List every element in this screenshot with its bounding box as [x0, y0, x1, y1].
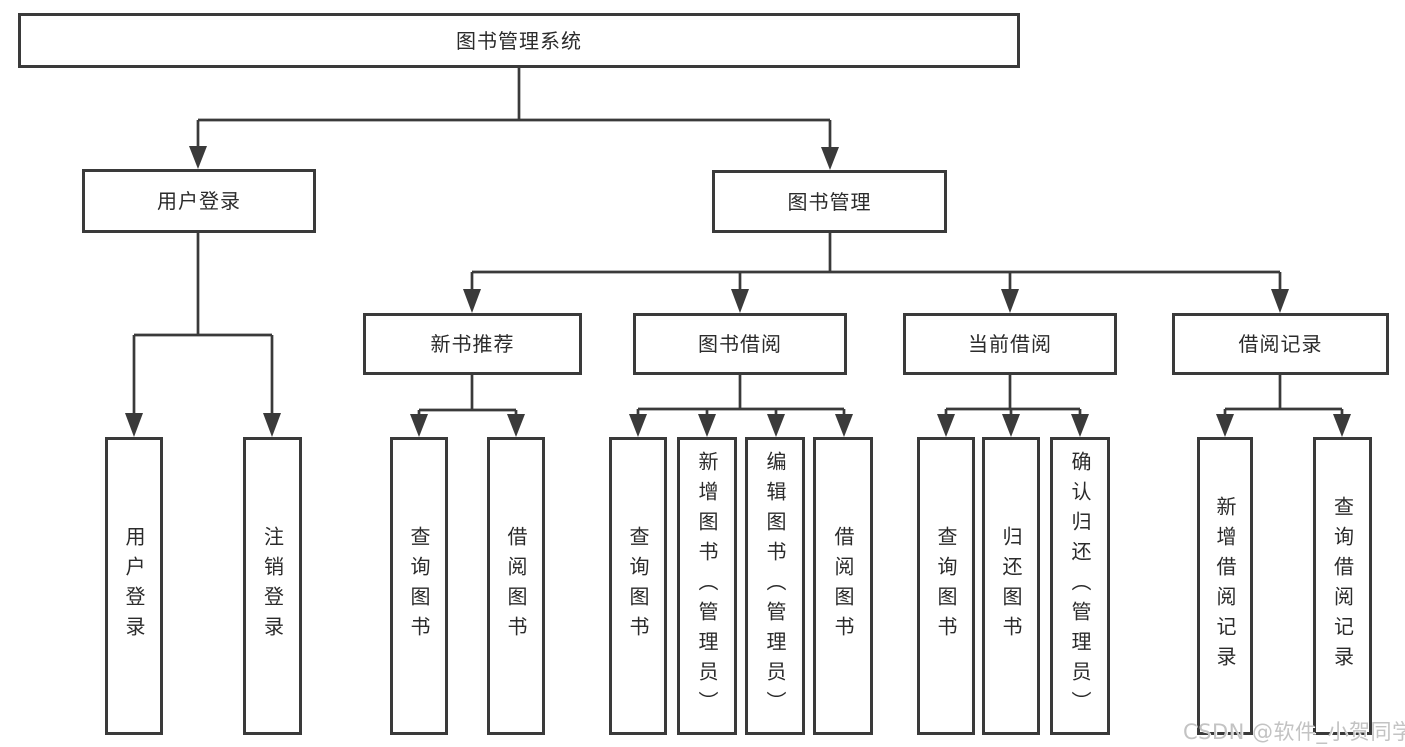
leaf-br-query-record: 查询借阅记录 [1313, 437, 1372, 735]
leaf-nr-query-book: 查询图书 [390, 437, 448, 735]
leaf-br-add-record: 新增借阅记录 [1197, 437, 1253, 735]
leaf-cb-confirm-return-admin: 确认归还（管理员） [1050, 437, 1110, 735]
leaf-bb-edit-book-admin: 编辑图书（管理员） [745, 437, 805, 735]
node-current-borrow: 当前借阅 [903, 313, 1117, 375]
arrow-cur-borrow [1001, 289, 1019, 313]
leaf-bb-borrow-book: 借阅图书 [813, 437, 873, 735]
arrow-nr-borrow [507, 414, 525, 437]
leaf-bb-query-book: 查询图书 [609, 437, 667, 735]
arrow-leaf-logout [263, 413, 281, 437]
edge-borrow-rec-to-leaves [1223, 375, 1344, 416]
arrow-bb-add [698, 414, 716, 437]
node-book-borrow: 图书借阅 [633, 313, 847, 375]
arrow-br-add [1216, 414, 1234, 437]
arrow-new-rec [463, 289, 481, 313]
leaf-nr-borrow-book: 借阅图书 [487, 437, 545, 735]
edge-book-borrow-to-leaves [636, 375, 846, 416]
leaf-bb-add-book-admin: 新增图书（管理员） [677, 437, 737, 735]
edge-cur-borrow-to-leaves [944, 375, 1082, 416]
arrow-bb-edit [767, 414, 785, 437]
leaf-cb-return-book: 归还图书 [982, 437, 1040, 735]
arrow-cb-query [937, 414, 955, 437]
arrow-bb-borrow [835, 414, 853, 437]
edge-root-to-level2 [196, 68, 832, 151]
leaf-logout: 注销登录 [243, 437, 302, 735]
arrow-cb-return [1002, 414, 1020, 437]
csdn-watermark: CSDN @软件_小贺同学 [1183, 720, 1405, 744]
node-new-book-rec: 新书推荐 [363, 313, 582, 375]
edge-new-rec-to-leaves [417, 375, 518, 416]
arrow-nr-query [410, 414, 428, 437]
arrow-borrow-rec [1271, 289, 1289, 313]
arrow-leaf-user-login [125, 413, 143, 437]
arrow-book-mgmt [821, 147, 839, 170]
node-book-mgmt: 图书管理 [712, 170, 947, 233]
arrow-br-query [1333, 414, 1351, 437]
arrow-user-login [189, 146, 207, 169]
arrow-bb-query [629, 414, 647, 437]
leaf-user-login: 用户登录 [105, 437, 163, 735]
edge-user-login-to-leaves [132, 233, 274, 415]
node-borrow-record: 借阅记录 [1172, 313, 1389, 375]
leaf-cb-query-book: 查询图书 [917, 437, 975, 735]
node-root: 图书管理系统 [18, 13, 1020, 68]
arrow-cb-confirm [1071, 414, 1089, 437]
edge-book-mgmt-to-level3 [470, 233, 1282, 291]
node-user-login: 用户登录 [82, 169, 316, 233]
arrow-book-borrow [731, 289, 749, 313]
